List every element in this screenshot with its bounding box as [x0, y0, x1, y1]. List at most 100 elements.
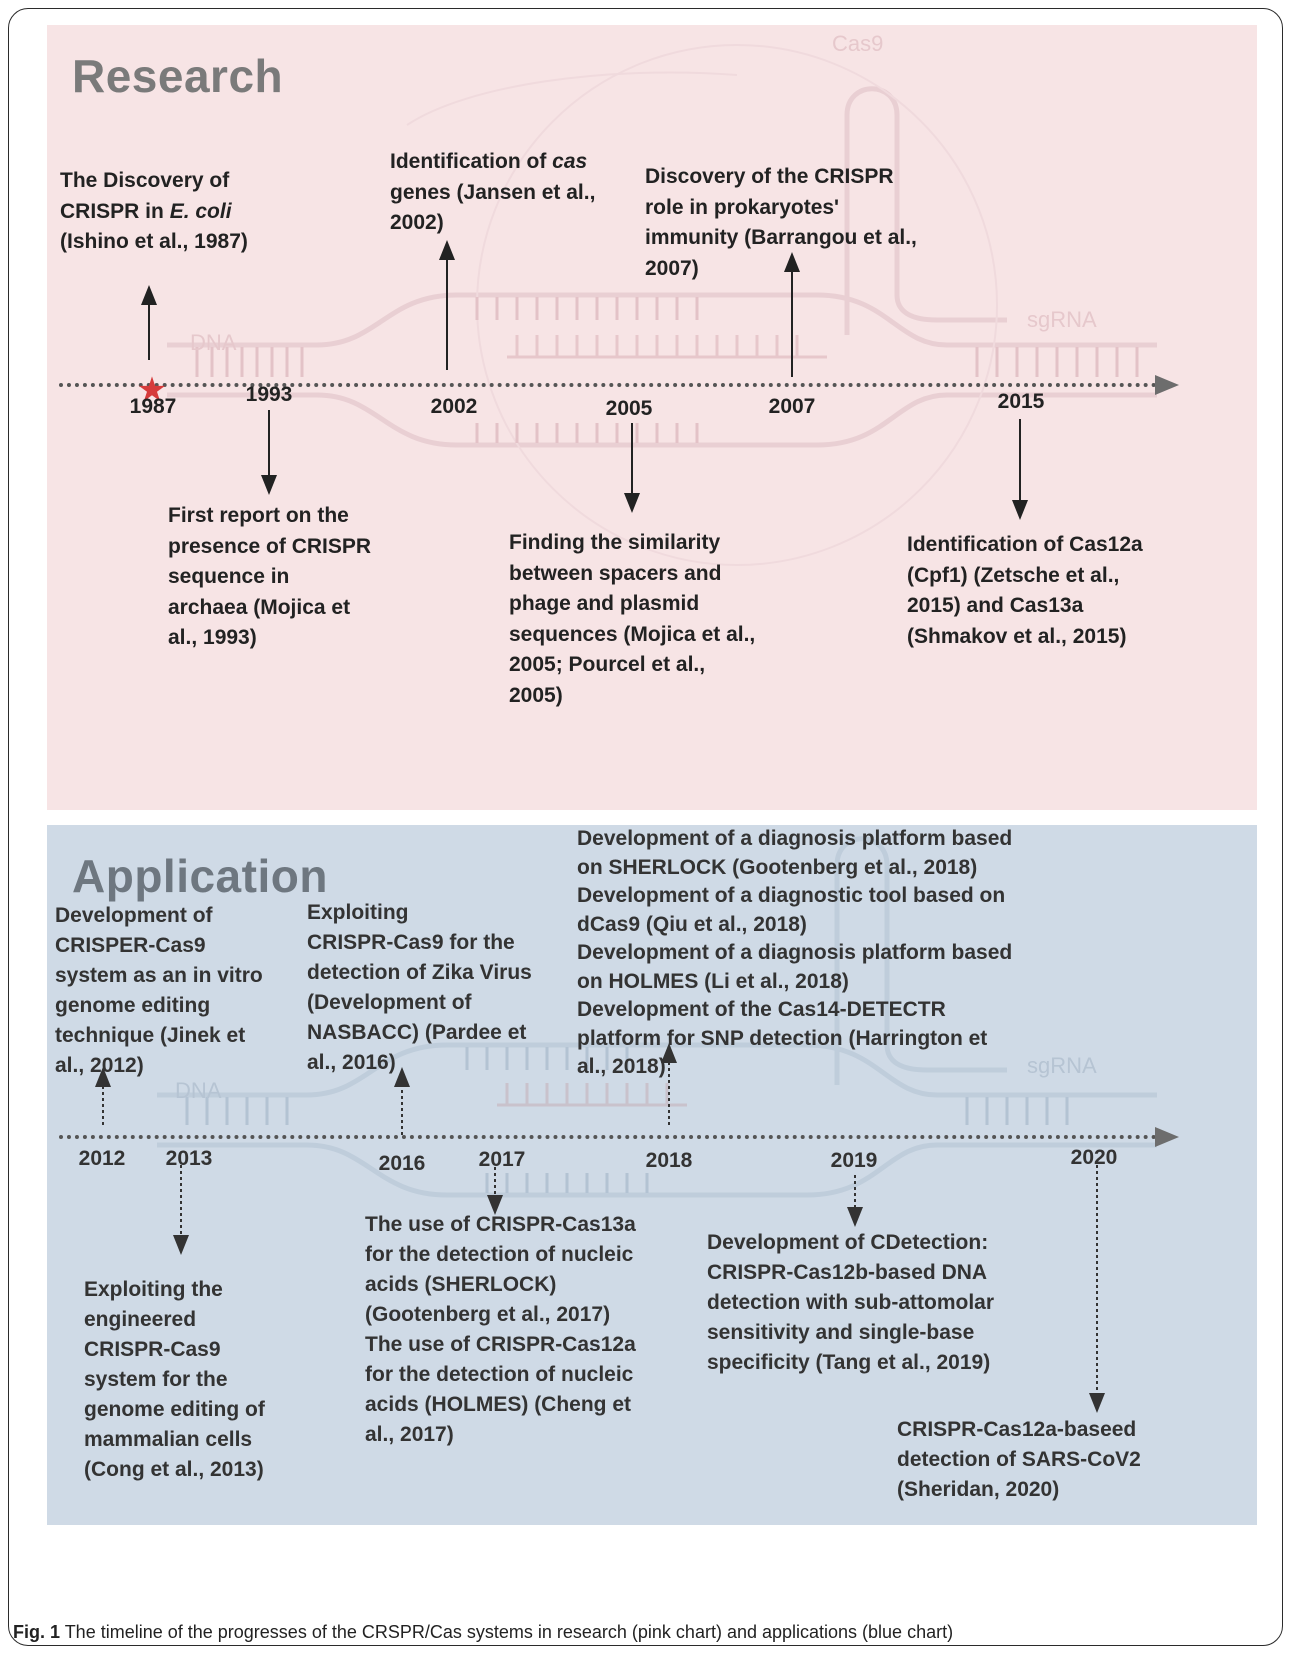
- event-2013-line-4: system for the: [84, 1368, 228, 1391]
- event-1993-line-1: First report on the: [168, 504, 349, 527]
- year-label-2007: 2007: [768, 395, 816, 418]
- event-2015-line-4: (Shmakov et al., 2015): [907, 624, 1127, 648]
- event-2013-line-2: engineered: [84, 1308, 197, 1331]
- event-2012: Development of CRISPER-Cas9 system as an…: [55, 901, 263, 1081]
- event-2020-line-1: CRISPR-Cas12a-baseed: [897, 1418, 1137, 1441]
- event-2002-line-2: genes (Jansen et al.,: [390, 180, 596, 204]
- event-2002: Identification of cas genes (Jansen et a…: [390, 147, 595, 239]
- event-2012-line-4: genome editing: [55, 994, 211, 1017]
- research-panel: Cas9 sgRNA DNA Research ★ 1987 1993 2002…: [47, 25, 1257, 810]
- event-2018-line-7: Development of the Cas14-DETECTR: [577, 998, 946, 1021]
- year-label-2012: 2012: [78, 1147, 126, 1170]
- application-background-illustration: [157, 836, 1157, 1198]
- event-2005-line-6: 2005): [509, 683, 563, 707]
- event-2012-line-5: technique (Jinek et: [55, 1024, 246, 1047]
- event-2007-line-3: immunity (Barrangou et al.,: [645, 226, 917, 249]
- bg-label-sgrna: sgRNA: [1027, 1053, 1097, 1078]
- research-timeline-arrowhead: [1155, 375, 1179, 395]
- event-2005-line-2: between spacers and: [509, 561, 722, 585]
- event-2017-line-6: for the detection of nucleic: [365, 1363, 634, 1386]
- event-2002-line-1: Identification of cas: [390, 147, 595, 178]
- year-label-2018: 2018: [645, 1149, 693, 1172]
- year-label-2020: 2020: [1070, 1146, 1118, 1169]
- event-2012-line-3: system as an in vitro: [55, 964, 263, 987]
- figure-frame: [8, 8, 1283, 1646]
- event-2002-line-3: 2002): [390, 211, 444, 234]
- figure-caption-label: Fig. 1: [13, 1622, 61, 1642]
- year-label-1993: 1993: [245, 383, 293, 406]
- bg-label-dna: DNA: [175, 1078, 222, 1103]
- event-1993-line-2: presence of CRISPR: [168, 534, 372, 558]
- event-2017-line-3: acids (SHERLOCK): [365, 1273, 557, 1296]
- event-2019-line-3: detection with sub-attomolar: [707, 1291, 995, 1314]
- event-2018-line-6: on HOLMES (Li et al., 2018): [577, 969, 849, 993]
- event-2018-line-5: Development of a diagnosis platform base…: [577, 941, 1013, 964]
- event-2017-line-8: al., 2017): [365, 1423, 454, 1446]
- event-2017-line-1: The use of CRISPR-Cas13a: [365, 1213, 636, 1236]
- event-2016-line-5: NASBACC) (Pardee et: [307, 1021, 527, 1044]
- event-2018-line-9: al., 2018): [577, 1055, 666, 1078]
- event-2015-line-1: Identification of Cas12a: [907, 533, 1143, 556]
- event-2018-line-2: on SHERLOCK (Gootenberg et al., 2018): [577, 855, 978, 879]
- event-2012-line-1: Development of: [55, 904, 213, 927]
- event-1987-line-3: (Ishino et al., 1987): [60, 230, 248, 253]
- bg-label-dna: DNA: [190, 330, 237, 355]
- event-2016-line-2: CRISPR-Cas9 for the: [307, 931, 515, 954]
- year-label-2016: 2016: [378, 1152, 426, 1175]
- event-2018: Development of a diagnosis platform base…: [577, 825, 1012, 1082]
- figure-caption-text: The timeline of the progresses of the CR…: [60, 1622, 954, 1642]
- event-2005-line-1: Finding the similarity: [509, 531, 721, 554]
- event-1993: First report on the presence of CRISPR s…: [168, 501, 371, 654]
- event-2019-line-2: CRISPR-Cas12b-based DNA: [707, 1261, 988, 1284]
- event-2007-line-1: Discovery of the CRISPR: [645, 165, 894, 188]
- event-2018-line-8: platform for SNP detection (Harrington e…: [577, 1026, 988, 1050]
- bg-label-sgrna: sgRNA: [1027, 307, 1097, 332]
- event-1993-line-5: al., 1993): [168, 626, 257, 649]
- event-2016-line-3: detection of Zika Virus: [307, 961, 532, 984]
- event-2018-line-1: Development of a diagnosis platform base…: [577, 827, 1013, 850]
- event-2015: Identification of Cas12a (Cpf1) (Zetsche…: [907, 530, 1143, 652]
- year-label-2017: 2017: [478, 1148, 526, 1171]
- event-2017: The use of CRISPR-Cas13a for the detecti…: [365, 1210, 636, 1450]
- event-2020-line-3: (Sheridan, 2020): [897, 1478, 1060, 1501]
- event-1987-line-2: CRISPR in E. coli: [60, 197, 248, 228]
- event-2020: CRISPR-Cas12a-baseed detection of SARS-C…: [897, 1415, 1141, 1505]
- event-2015-line-3: 2015) and Cas13a: [907, 594, 1084, 617]
- application-heading: Application: [72, 850, 328, 902]
- event-2016: Exploiting CRISPR-Cas9 for the detection…: [307, 898, 532, 1078]
- event-2012-line-2: CRISPER-Cas9: [55, 934, 206, 957]
- event-2019-line-5: specificity (Tang et al., 2019): [707, 1351, 991, 1374]
- year-label-2013: 2013: [165, 1147, 213, 1170]
- event-2002-line-1-italic: cas: [552, 150, 588, 173]
- event-2007-line-2: role in prokaryotes': [645, 195, 840, 219]
- event-2017-line-7: acids (HOLMES) (Cheng et: [365, 1393, 632, 1416]
- event-1987-line-2-italic: E. coli: [169, 199, 232, 223]
- event-2013-line-1: Exploiting the: [84, 1278, 223, 1301]
- year-label-2002: 2002: [430, 395, 478, 418]
- figure-caption: Fig. 1 The timeline of the progresses of…: [13, 1622, 953, 1643]
- event-2013-line-5: genome editing of: [84, 1398, 265, 1421]
- event-2016-line-1: Exploiting: [307, 901, 409, 924]
- event-2005-line-4: sequences (Mojica et al.,: [509, 622, 756, 646]
- event-2005-line-3: phage and plasmid: [509, 592, 700, 615]
- research-timeline-axis: [59, 383, 1157, 387]
- application-timeline-arrowhead: [1155, 1127, 1179, 1147]
- event-1987-line-2-text: CRISPR in: [60, 199, 170, 223]
- application-timeline-axis: [59, 1135, 1157, 1139]
- event-2013-line-7: (Cong et al., 2013): [84, 1458, 264, 1481]
- event-2020-line-2: detection of SARS-CoV2: [897, 1448, 1141, 1471]
- event-2019: Development of CDetection: CRISPR-Cas12b…: [707, 1228, 994, 1378]
- event-2015-line-2: (Cpf1) (Zetsche et al.,: [907, 563, 1120, 587]
- event-2012-line-6: al., 2012): [55, 1054, 144, 1077]
- event-2007-line-4: 2007): [645, 256, 699, 280]
- event-1987-line-1: The Discovery of: [60, 169, 230, 192]
- event-2013-line-3: CRISPR-Cas9: [84, 1338, 221, 1361]
- event-2016-line-4: (Development of: [307, 991, 472, 1014]
- event-2005-line-5: 2005; Pourcel et al.,: [509, 653, 706, 676]
- star-marker-1987: ★: [136, 371, 168, 409]
- event-2005: Finding the similarity between spacers a…: [509, 528, 755, 711]
- year-label-2019: 2019: [830, 1149, 878, 1172]
- year-label-2015: 2015: [997, 390, 1045, 413]
- event-2018-line-3: Development of a diagnostic tool based o…: [577, 884, 1006, 907]
- event-2017-line-2: for the detection of nucleic: [365, 1243, 634, 1266]
